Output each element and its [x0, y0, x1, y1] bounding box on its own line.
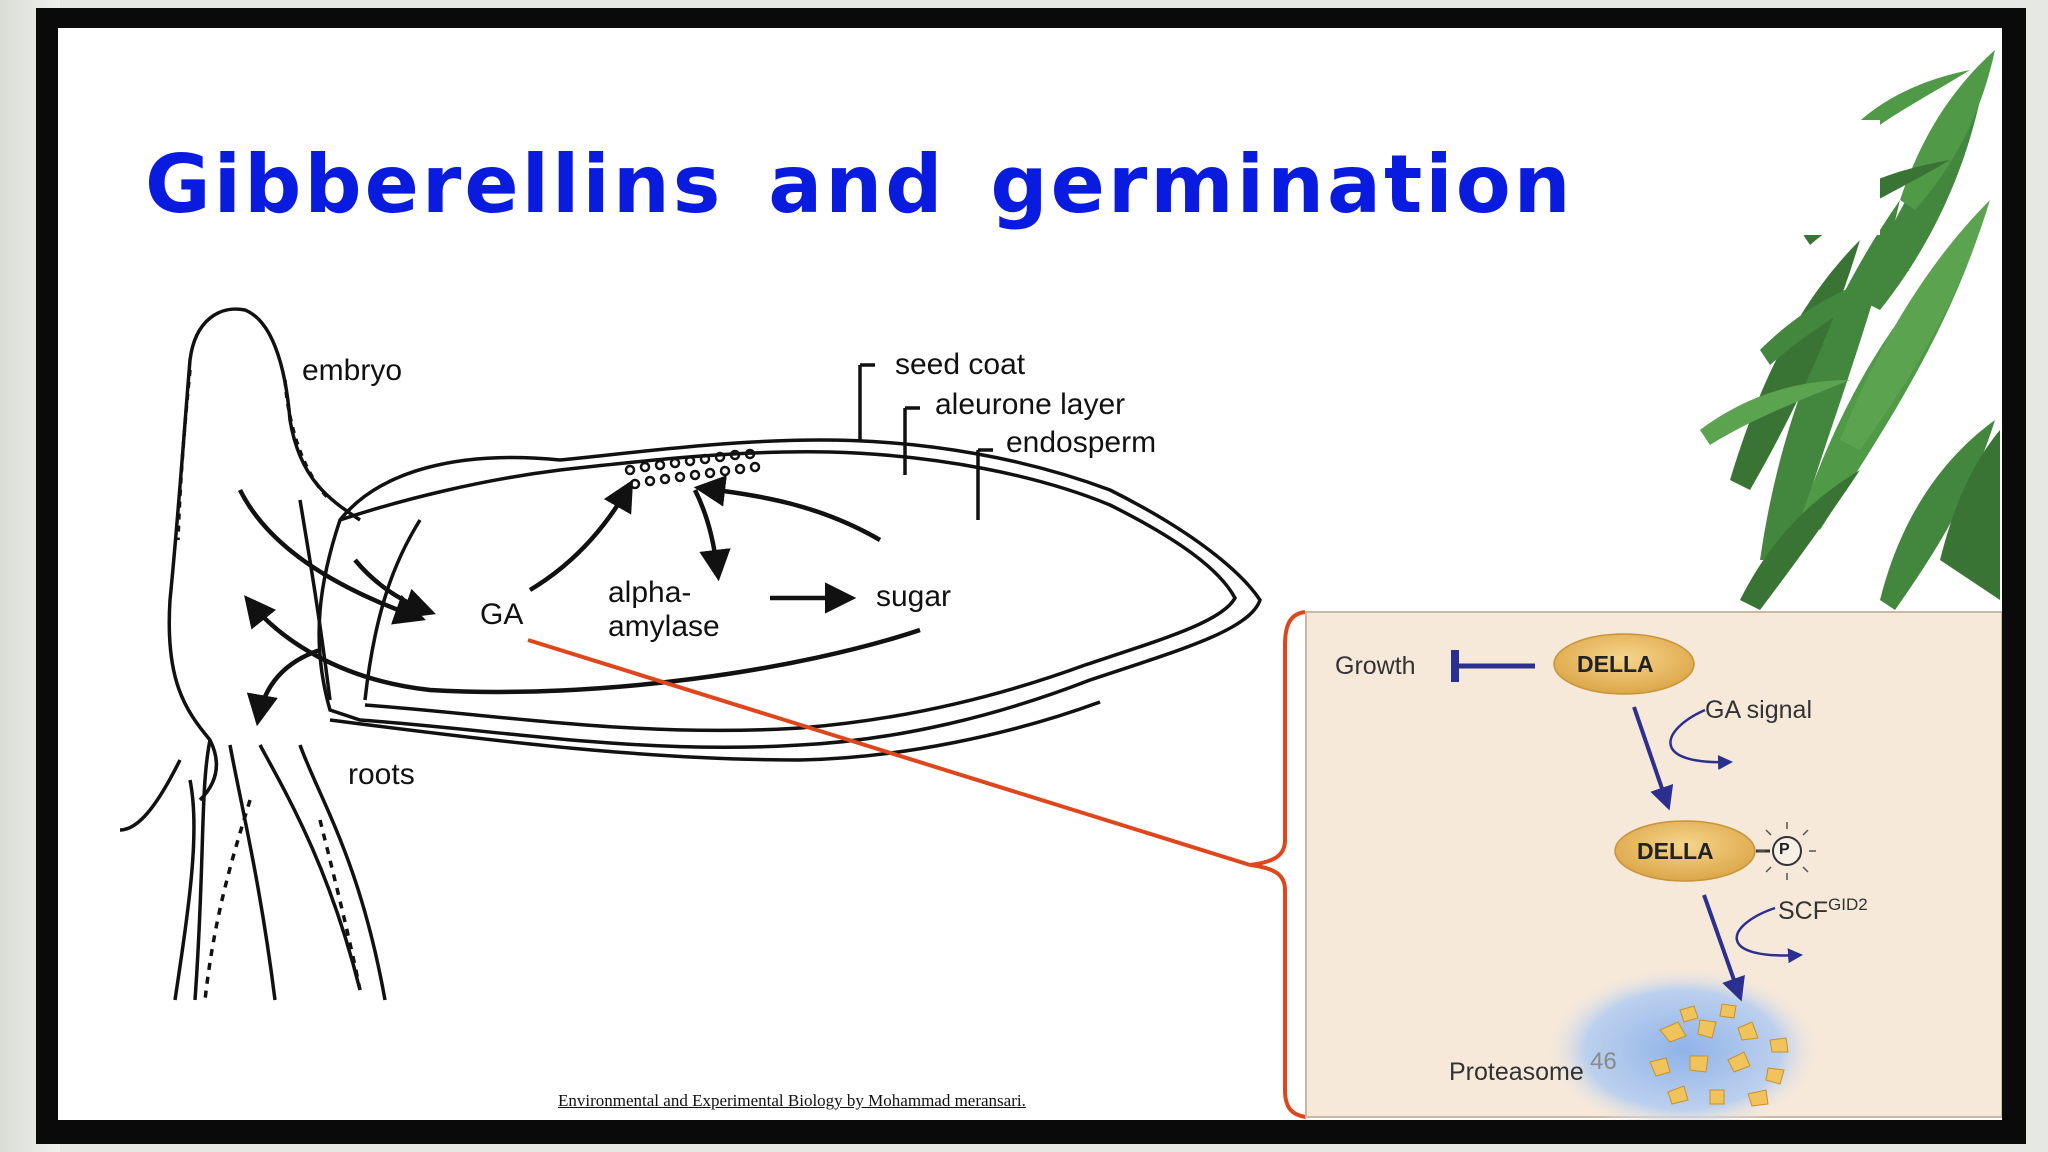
slide-title: Gibberellins and germination	[145, 138, 1574, 231]
label-scf-superscript: GID2	[1828, 895, 1868, 914]
label-ga-signal: GA signal	[1705, 696, 1813, 724]
seed-arrows	[237, 475, 921, 727]
label-seed-coat: seed coat	[895, 348, 1026, 381]
seed-drawing	[119, 307, 1262, 1001]
label-della-bottom: DELLA	[1637, 838, 1714, 864]
diagram-graphics	[119, 28, 2002, 1120]
label-phosphate: P	[1779, 841, 1790, 858]
inset-connector	[527, 610, 1307, 1119]
label-aleurone-layer: aleurone layer	[935, 388, 1126, 421]
label-della-top: DELLA	[1577, 651, 1654, 677]
credit-link[interactable]: Environmental and Experimental Biology b…	[558, 1091, 1026, 1110]
label-alpha-amylase-2: amylase	[608, 610, 720, 643]
label-growth: Growth	[1335, 652, 1416, 680]
label-ga: GA	[480, 598, 524, 631]
label-alpha-amylase-1: alpha-	[608, 576, 692, 609]
label-endosperm: endosperm	[1006, 426, 1157, 459]
slide-number: 46	[1590, 1048, 1617, 1075]
slide: Gibberellins and germination embryo seed…	[58, 28, 2002, 1120]
label-embryo: embryo	[302, 354, 403, 387]
signaling-inset	[1305, 611, 2002, 1120]
foliage-decoration	[1700, 28, 2002, 610]
label-scf-main: SCF	[1778, 897, 1828, 925]
label-sugar: sugar	[876, 580, 952, 613]
label-proteasome: Proteasome	[1449, 1058, 1584, 1086]
label-scf: SCFGID2	[1778, 896, 1868, 924]
label-roots: roots	[348, 758, 415, 791]
